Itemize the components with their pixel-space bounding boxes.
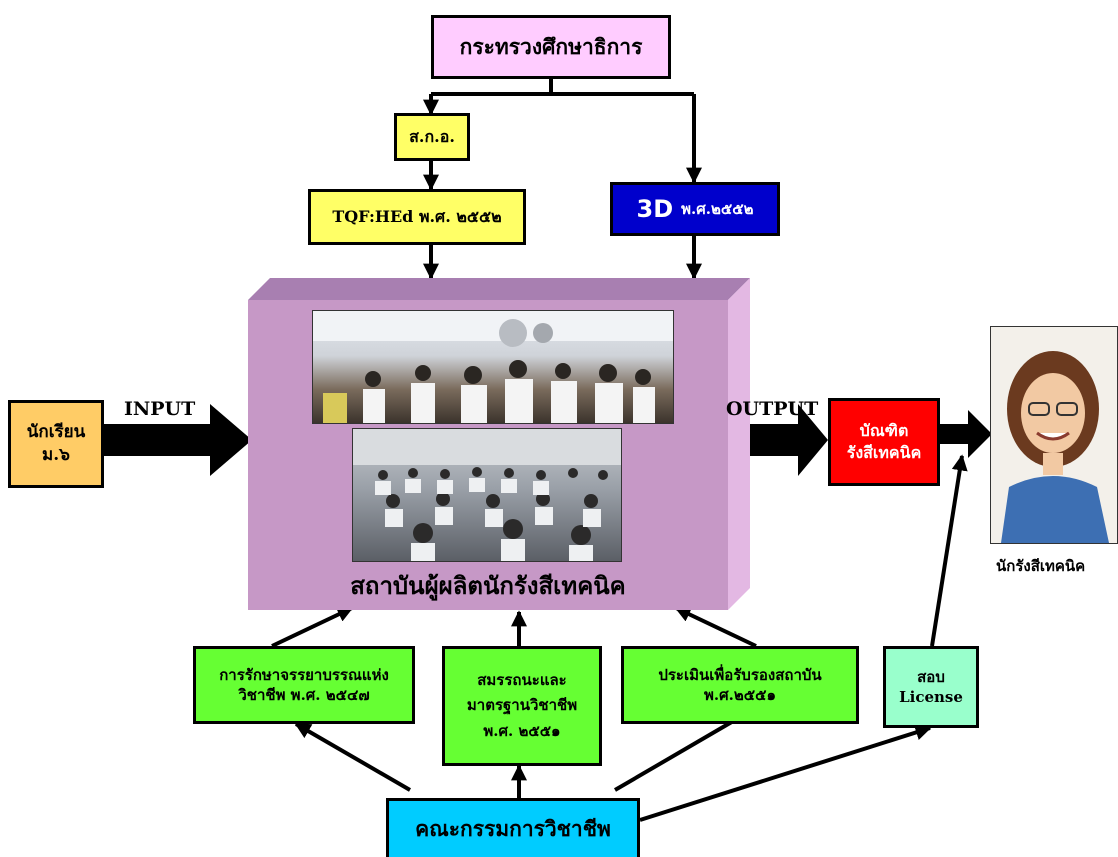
technologist-portrait-photo [990,326,1118,544]
technologist-label: นักรังสีเทคนิค [996,557,1086,575]
student-line2: ม.๖ [42,445,70,465]
license-line2: License [899,688,963,706]
institution-side-face [728,278,750,610]
student-box: นักเรียน ม.๖ [8,400,104,488]
arrow-council-to-license [639,724,932,822]
ministry-label: กระทรวงศึกษาธิการ [459,33,643,59]
tqf-label: TQF:HEd พ.ศ. ๒๕๕๒ [332,207,502,227]
accreditation-line1: ประเมินเพื่อรับรองสถาบัน [658,665,822,684]
threed-big-label: 3D [636,194,674,223]
council-box: คณะกรรมการวิชาชีพ [386,798,640,857]
ethics-box: การรักษาจรรยาบรรณแห่ง วิชาชีพ พ.ศ. ๒๕๔๗ [193,646,415,724]
classroom-photo [312,310,674,424]
threed-year-label: พ.ศ.๒๕๕๒ [681,199,754,218]
competency-line2: มาตรฐานวิชาชีพ [466,696,578,715]
arrow-accreditation-to-institution [674,606,757,648]
ethics-line2: วิชาชีพ พ.ศ. ๒๕๔๗ [238,686,370,704]
technologist-portrait-art [1001,351,1109,543]
accreditation-box: ประเมินเพื่อรับรองสถาบัน พ.ศ.๒๕๕๑ [621,646,859,724]
ministry-box: กระทรวงศึกษาธิการ [431,15,671,79]
lecture-photo-art [353,429,621,561]
competency-box: สมรรถนะและ มาตรฐานวิชาชีพ พ.ศ. ๒๕๕๑ [442,646,602,766]
arrow-council-to-ethics [294,722,412,792]
council-label: คณะกรรมการวิชาชีพ [415,815,611,841]
ohec-label: ส.ก.อ. [409,127,455,147]
student-line1: นักเรียน [26,422,86,443]
input-label: INPUT [124,398,196,420]
license-box: สอบ License [883,646,979,728]
ethics-line1: การรักษาจรรยาบรรณแห่ง [219,665,389,684]
graduate-line2: รังสีเทคนิค [846,443,922,462]
input-arrow [104,404,252,476]
threed-box: 3D พ.ศ.๒๕๕๒ [610,182,780,236]
license-line1: สอบ [917,667,945,686]
arrow-license-to-technologist [930,454,968,647]
lecture-photo [352,428,622,562]
institution-top-face [248,278,750,300]
arrow-ethics-to-institution [271,606,354,648]
accreditation-line2: พ.ศ.๒๕๕๑ [704,686,776,704]
output-arrow [732,404,828,476]
classroom-photo-art [313,311,673,423]
graduate-line1: บัณฑิต [859,421,909,441]
graduate-box: บัณฑิต รังสีเทคนิค [828,398,940,486]
tqf-box: TQF:HEd พ.ศ. ๒๕๕๒ [308,189,526,245]
institution-label: สถาบันผู้ผลิตนักรังสีเทคนิค [350,571,626,600]
graduate-to-technologist-arrow [940,410,992,458]
output-label: OUTPUT [726,398,819,420]
competency-line3: พ.ศ. ๒๕๕๑ [483,721,561,740]
ohec-box: ส.ก.อ. [394,113,470,161]
competency-line1: สมรรถนะและ [477,670,567,689]
